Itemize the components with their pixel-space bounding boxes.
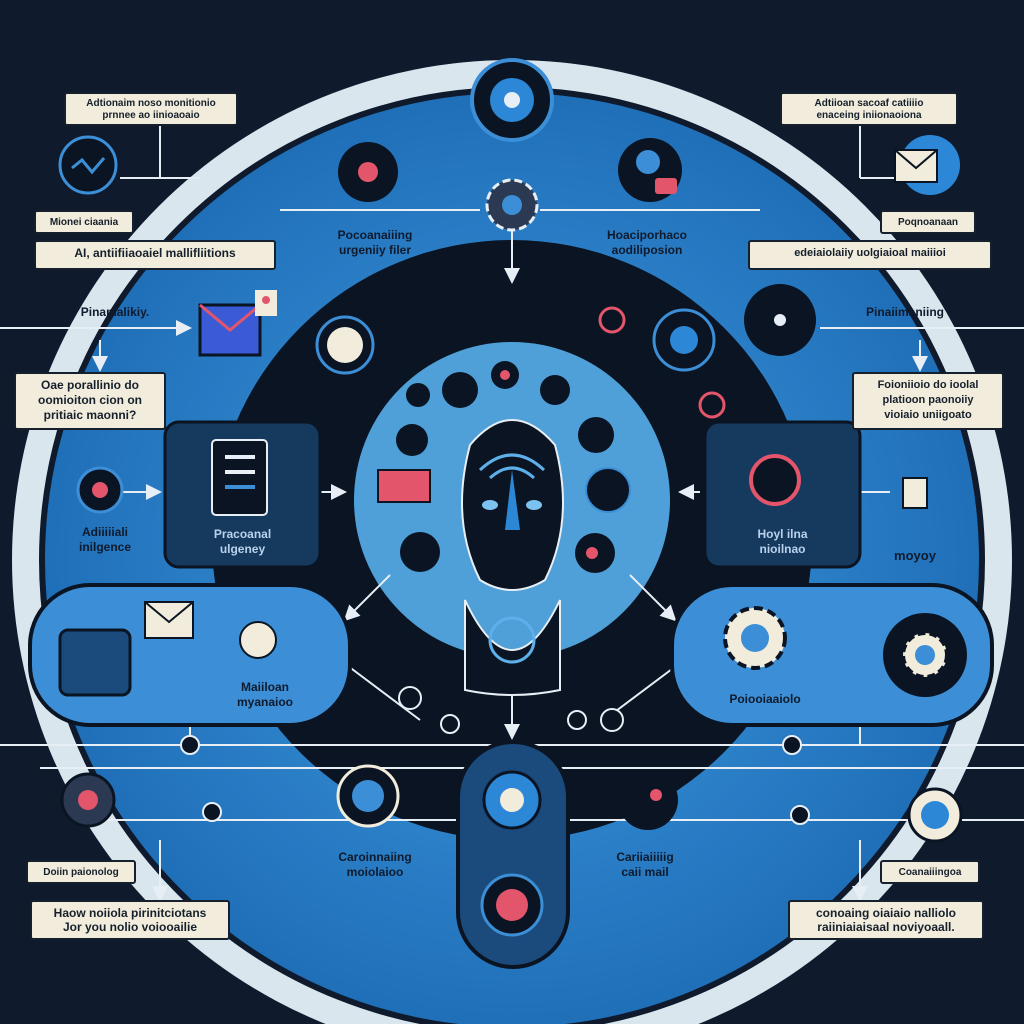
left-small-title: Mionei ciaania <box>34 210 134 234</box>
right-banner-label: edeiaiolaiiy uolgiaioal maiiioi <box>748 240 992 270</box>
call-icon <box>618 770 678 830</box>
junction-dots <box>180 686 810 825</box>
ai-notifications-label: AI, antiifiiaoaiel mallifliitions <box>34 240 276 270</box>
right-question-box: Foioniioio do ioolal platioon paonoiiy v… <box>852 372 1004 430</box>
multi-response-text: Maiiloan myanaioo <box>236 680 293 709</box>
automation-text: Poiooiaaiolo <box>729 692 801 706</box>
bubble-icon <box>239 621 277 659</box>
moyoy-text: moyoy <box>894 548 936 563</box>
call-mail-text: Cariiaiiiiig caii mail <box>616 850 674 879</box>
processed-urgency-text: Pracoanal ulgeney <box>213 527 272 556</box>
qr-icon <box>902 477 928 509</box>
right-small-title: Poqnoanaan <box>880 210 976 234</box>
top-right-note: Adtiioan sacoaf catiiiio enaceing iniion… <box>780 92 958 126</box>
orbit-icons <box>377 361 631 573</box>
conversation-text: Caroinnaiing moiolaioo <box>338 850 412 879</box>
planning-left-text: Pinamalikiy. <box>80 305 150 319</box>
document-icon <box>211 439 268 516</box>
priority-icon <box>749 454 801 506</box>
vip-mug-icon <box>58 628 132 697</box>
headphone-add-text: Hoaciporhaco aodiliposion <box>606 228 687 257</box>
priority-filter-text: Hoyl ilna nioilnao <box>757 527 808 556</box>
planning-right-text: Pinaiimaniing <box>865 305 944 319</box>
left-question-box: Oae porallinio do oomioiton cion on prit… <box>14 372 166 430</box>
bottom-left-small: Doiin paionolog <box>26 860 136 884</box>
ai-intelligence-text: Adiiiiiali inilgence <box>78 525 131 554</box>
bottom-right-small: Coanaiiingoa <box>880 860 980 884</box>
bottom-right-note: conoaing oiaiaio nalliolo raiiniaiaisaal… <box>788 900 984 940</box>
proc-urgency-text: Pocoanaiiing urgeniiy filer <box>337 228 413 257</box>
top-left-note: Adtionaim noso monitionio prnnee ao iini… <box>64 92 238 126</box>
bottom-left-note: Haow noiiola pirinitciotans Jor you noli… <box>30 900 230 940</box>
